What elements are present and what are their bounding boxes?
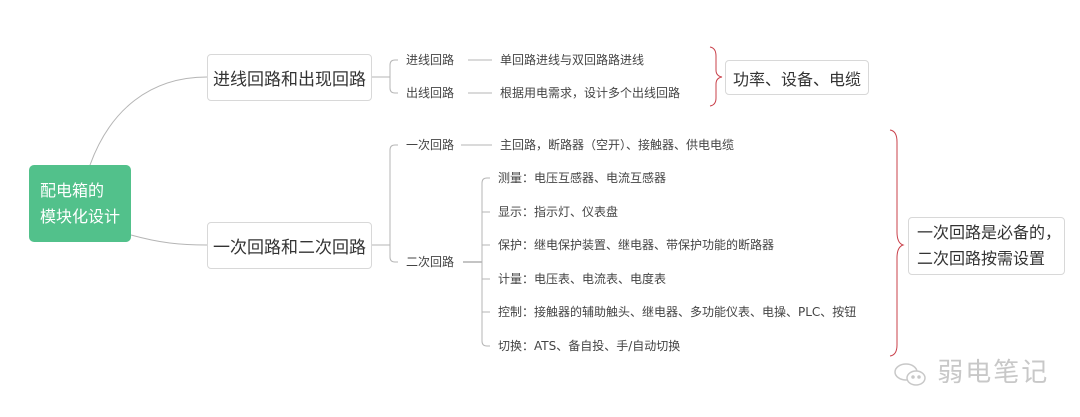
- detail-chuxian[interactable]: 根据用电需求，设计多个出线回路: [500, 86, 681, 100]
- bracket-branch2: [371, 144, 398, 263]
- erci-item-metering[interactable]: 计量：电压表、电流表、电度表: [498, 272, 667, 286]
- wechat-icon: [893, 362, 927, 386]
- connector-root-branch2: [130, 234, 208, 246]
- brace-2: [889, 129, 905, 357]
- detail-jinxian[interactable]: 单回路进线与双回路路进线: [500, 53, 645, 67]
- root-node[interactable]: 配电箱的 模块化设计: [29, 165, 131, 242]
- node-chuxian[interactable]: 出线回路: [406, 86, 455, 100]
- root-line2: 模块化设计: [40, 207, 121, 226]
- bracket-branch1: [371, 59, 398, 94]
- branch-node-incoming-outgoing[interactable]: 进线回路和出现回路: [207, 54, 372, 101]
- summary-2-line1: 一次回路是必备的，: [917, 223, 1062, 242]
- node-jinxian[interactable]: 进线回路: [406, 53, 455, 67]
- bracket-erci: [481, 177, 490, 347]
- connector-root-branch1: [89, 76, 208, 166]
- erci-item-switch[interactable]: 切换：ATS、备自投、手/自动切换: [498, 339, 681, 353]
- brace-1: [709, 46, 723, 107]
- summary-node-2[interactable]: 一次回路是必备的， 二次回路按需设置: [908, 217, 1065, 275]
- watermark: 弱电笔记: [893, 352, 1049, 389]
- node-yici[interactable]: 一次回路: [406, 138, 455, 152]
- summary-node-1[interactable]: 功率、设备、电缆: [725, 60, 869, 95]
- erci-item-display[interactable]: 显示：指示灯、仪表盘: [498, 205, 619, 219]
- detail-yici[interactable]: 主回路，断路器（空开）、接触器、供电电缆: [500, 138, 735, 152]
- node-erci[interactable]: 二次回路: [406, 255, 455, 269]
- watermark-text: 弱电笔记: [937, 358, 1050, 388]
- erci-item-measure[interactable]: 测量：电压互感器、电流互感器: [498, 171, 667, 185]
- erci-item-control[interactable]: 控制：接触器的辅助触头、继电器、多功能仪表、电操、PLC、按钮: [498, 305, 857, 319]
- branch-node-primary-secondary[interactable]: 一次回路和二次回路: [207, 222, 372, 269]
- root-line1: 配电箱的: [40, 181, 105, 200]
- erci-item-protect[interactable]: 保护：继电保护装置、继电器、带保护功能的断路器: [498, 238, 775, 252]
- summary-2-line2: 二次回路按需设置: [917, 249, 1046, 268]
